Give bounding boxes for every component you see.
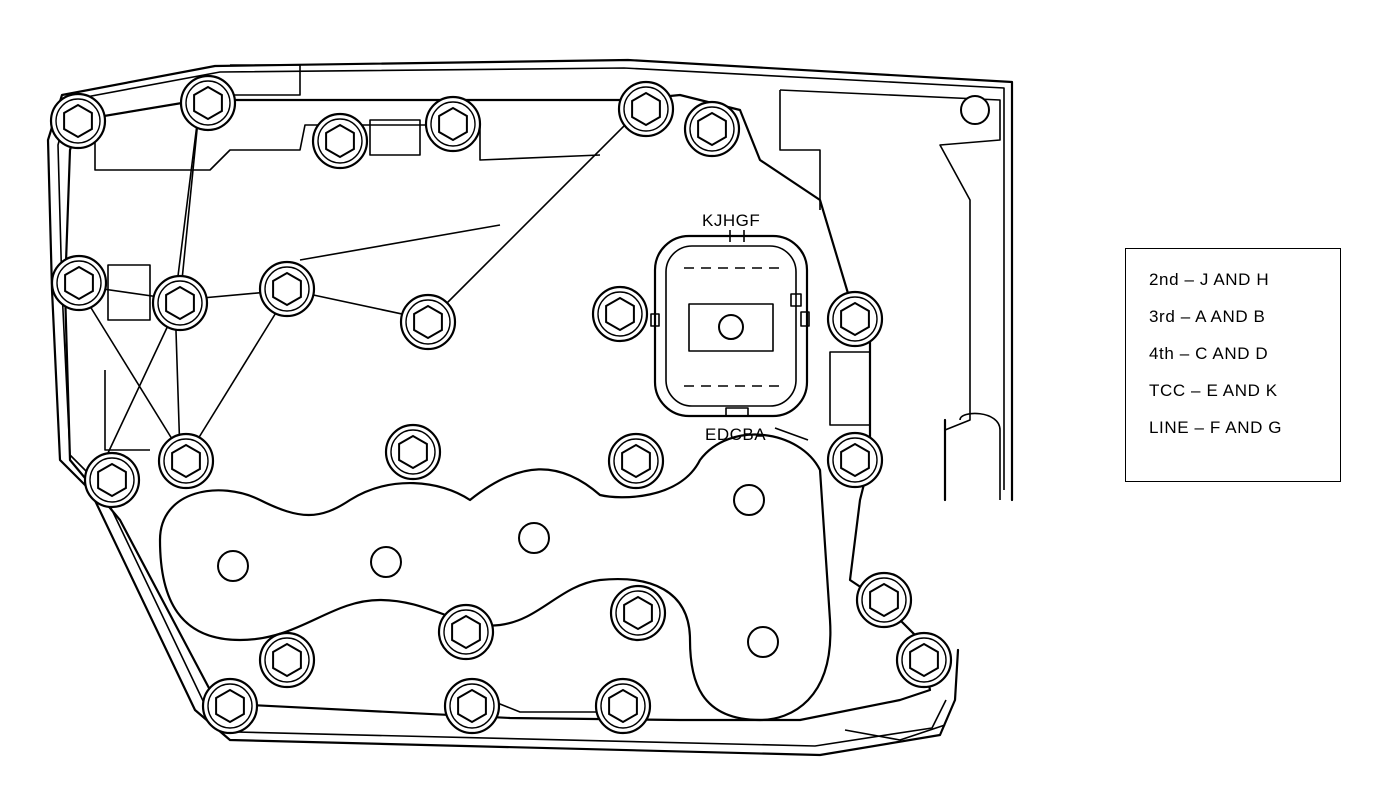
bolt-head bbox=[83, 451, 141, 509]
bore bbox=[733, 484, 765, 516]
internal-passages bbox=[74, 64, 1001, 741]
bolt-head bbox=[157, 432, 215, 490]
bore bbox=[518, 522, 550, 554]
legend-item-2nd: 2nd – J AND H bbox=[1149, 270, 1270, 289]
bolt-head bbox=[311, 112, 369, 170]
bolt-head bbox=[826, 431, 884, 489]
connector-bottom-label: EDCBA bbox=[705, 425, 766, 444]
casing-inner-outline bbox=[57, 67, 1005, 747]
bolt-head bbox=[617, 80, 675, 138]
bolt-head bbox=[855, 571, 913, 629]
bolt-head bbox=[437, 603, 495, 661]
bolt-head bbox=[201, 677, 259, 735]
bolt-head bbox=[591, 285, 649, 343]
legend-item-tcc: TCC – E AND K bbox=[1149, 381, 1278, 400]
bolt-head bbox=[151, 274, 209, 332]
bolt-head bbox=[424, 95, 482, 153]
bolt-head bbox=[258, 631, 316, 689]
bolt-head bbox=[826, 290, 884, 348]
bolt-head bbox=[594, 677, 652, 735]
casing-outline bbox=[46, 58, 1014, 757]
bolt-head bbox=[179, 74, 237, 132]
legend-item-4th: 4th – C AND D bbox=[1149, 344, 1269, 363]
bore bbox=[960, 95, 990, 125]
bores bbox=[217, 95, 990, 658]
fluid-cavity bbox=[158, 433, 832, 722]
connector-center-pin bbox=[718, 314, 744, 340]
bolt-head bbox=[399, 293, 457, 351]
legend-list: 2nd – J AND H 3rd – A AND B 4th – C AND … bbox=[1126, 249, 1340, 450]
bolt-head bbox=[50, 254, 108, 312]
legend-item-line: LINE – F AND G bbox=[1149, 418, 1283, 437]
legend-item-3rd: 3rd – A AND B bbox=[1149, 307, 1266, 326]
legend-box: 2nd – J AND H 3rd – A AND B 4th – C AND … bbox=[1125, 248, 1341, 482]
bore bbox=[747, 626, 779, 658]
bolts bbox=[49, 74, 953, 735]
electrical-connector: KJHGF EDCBA bbox=[650, 211, 810, 444]
bolt-head bbox=[258, 260, 316, 318]
connector-top-label: KJHGF bbox=[702, 211, 760, 230]
bore bbox=[217, 550, 249, 582]
bore bbox=[370, 546, 402, 578]
bolt-head bbox=[607, 432, 665, 490]
bolt-head bbox=[895, 631, 953, 689]
bolt-head bbox=[443, 677, 501, 735]
bolt-head bbox=[683, 100, 741, 158]
bolt-head bbox=[384, 423, 442, 481]
bolt-head bbox=[49, 92, 107, 150]
bolt-head bbox=[609, 584, 667, 642]
